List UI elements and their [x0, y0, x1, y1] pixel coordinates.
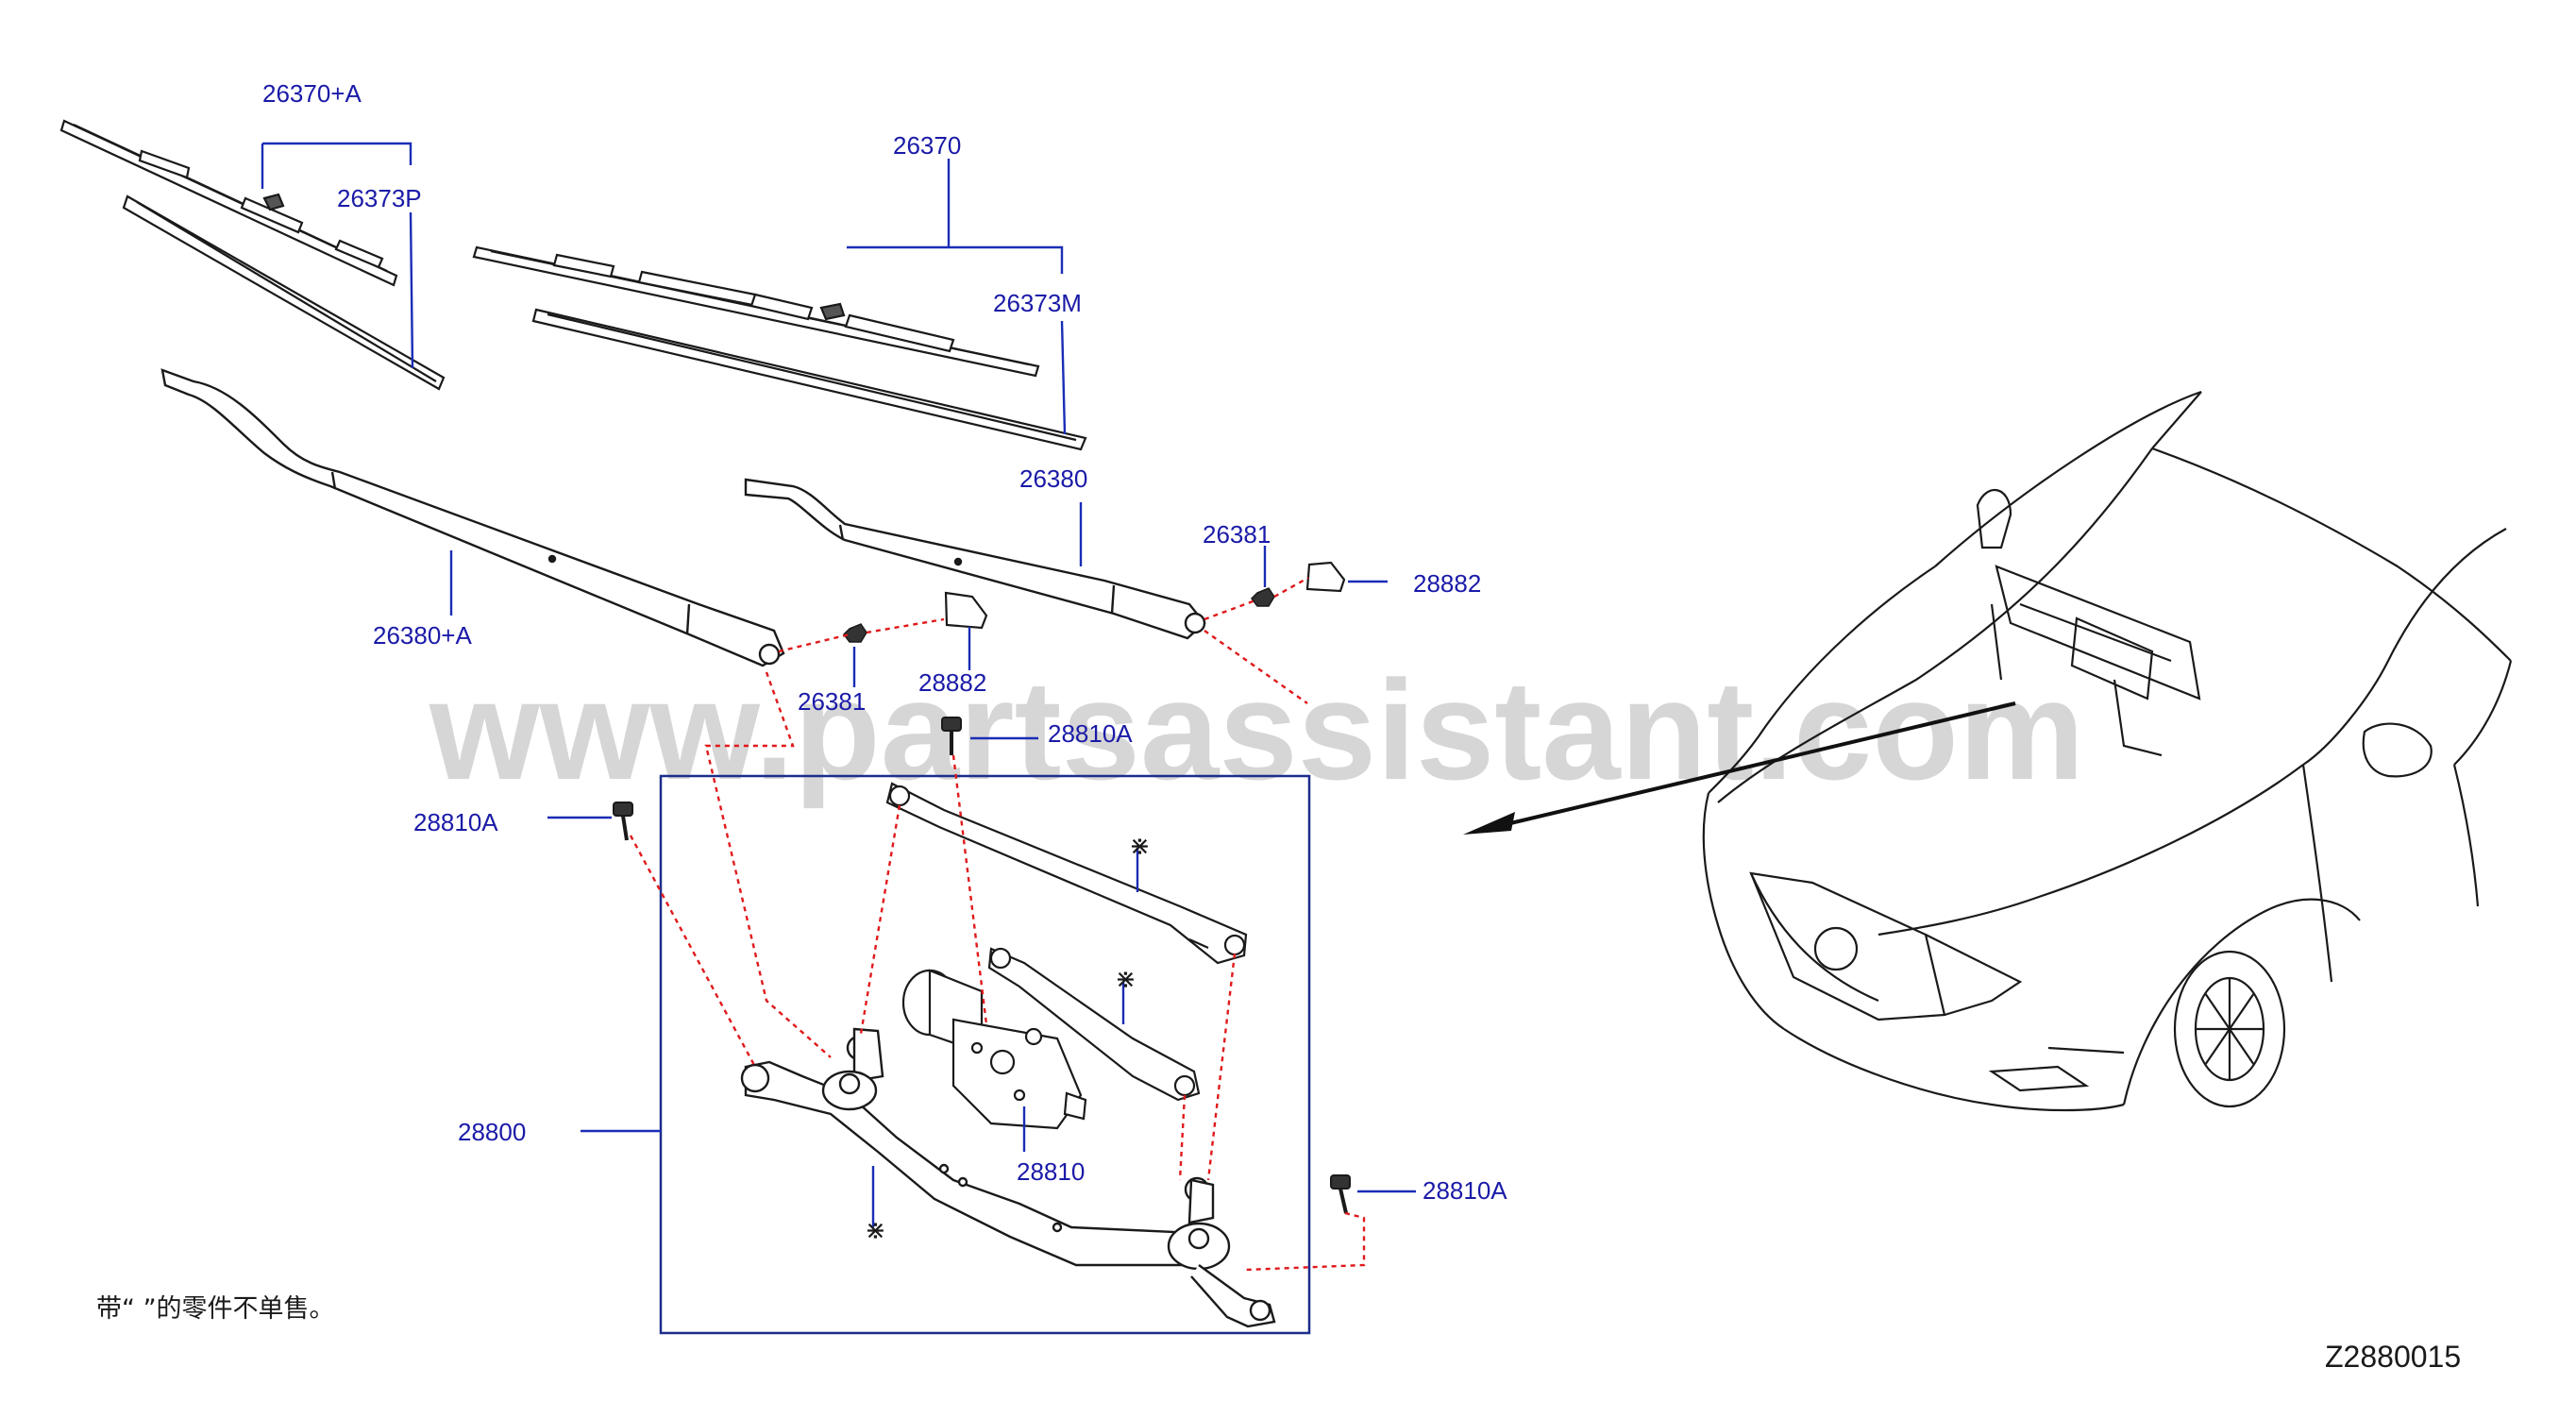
nut-26381-right[interactable] [1251, 587, 1275, 607]
bolt-28810A-top[interactable] [941, 717, 962, 755]
not-sold-separately-note: 带“ ”的零件不单售。 [96, 1294, 335, 1324]
dashed-connection-lines [629, 576, 1366, 1272]
right-wiper-blade[interactable] [472, 245, 1040, 378]
label-26373M[interactable]: 26373M [993, 289, 1082, 317]
bolt-28810A-right[interactable] [1330, 1174, 1351, 1214]
label-26380[interactable]: 26380 [1019, 464, 1087, 493]
label-26370[interactable]: 26370 [893, 131, 961, 160]
label-26380A[interactable]: 26380+A [373, 621, 472, 650]
left-wiper-blade[interactable] [59, 119, 398, 287]
label-28810[interactable]: 28810 [1017, 1157, 1085, 1186]
diagram-code: Z2880015 [2325, 1340, 2461, 1374]
left-wiper-refill[interactable] [122, 194, 446, 391]
label-26373P[interactable]: 26373P [337, 184, 422, 212]
cap-28882-left[interactable] [944, 591, 988, 630]
linkage-assembly-box [659, 774, 1311, 1335]
lower-link-rod[interactable] [987, 947, 1201, 1102]
left-wiper-arm[interactable] [160, 368, 785, 667]
label-26381-left[interactable]: 26381 [798, 687, 866, 716]
not-sold-mark: ⋇ [1115, 965, 1136, 994]
leader-lines [261, 142, 1416, 1227]
not-sold-mark: ⋇ [1129, 832, 1151, 861]
right-wiper-arm[interactable] [744, 478, 1206, 640]
watermark: www.partsassistant.com [429, 650, 2084, 809]
label-26370A[interactable]: 26370+A [262, 79, 362, 108]
right-wiper-refill[interactable] [531, 308, 1087, 451]
label-28800[interactable]: 28800 [458, 1118, 526, 1146]
part-labels: 26370+A 26373P 26370 26373M 26380 26381 … [262, 79, 1507, 1205]
linkage-frame[interactable] [740, 1027, 1276, 1328]
nut-26381-left[interactable] [843, 623, 867, 643]
wiper-motor[interactable] [901, 969, 1087, 1130]
location-arrow [1463, 701, 2016, 835]
car-location-sketch [1702, 390, 2513, 1112]
label-28882-right[interactable]: 28882 [1413, 569, 1481, 598]
label-28810A-right[interactable]: 28810A [1423, 1176, 1507, 1205]
label-28882-left[interactable]: 28882 [918, 668, 986, 697]
label-28810A-top[interactable]: 28810A [1048, 719, 1133, 748]
not-sold-marks: ⋇ ⋇ ⋇ [865, 832, 1151, 1245]
bolt-28810A-left[interactable] [613, 802, 633, 841]
label-26381-right[interactable]: 26381 [1203, 520, 1271, 549]
label-28810A-left[interactable]: 28810A [413, 808, 498, 836]
upper-link-rod[interactable] [885, 782, 1248, 965]
not-sold-mark: ⋇ [865, 1216, 886, 1245]
cap-28882-right[interactable] [1305, 561, 1346, 593]
